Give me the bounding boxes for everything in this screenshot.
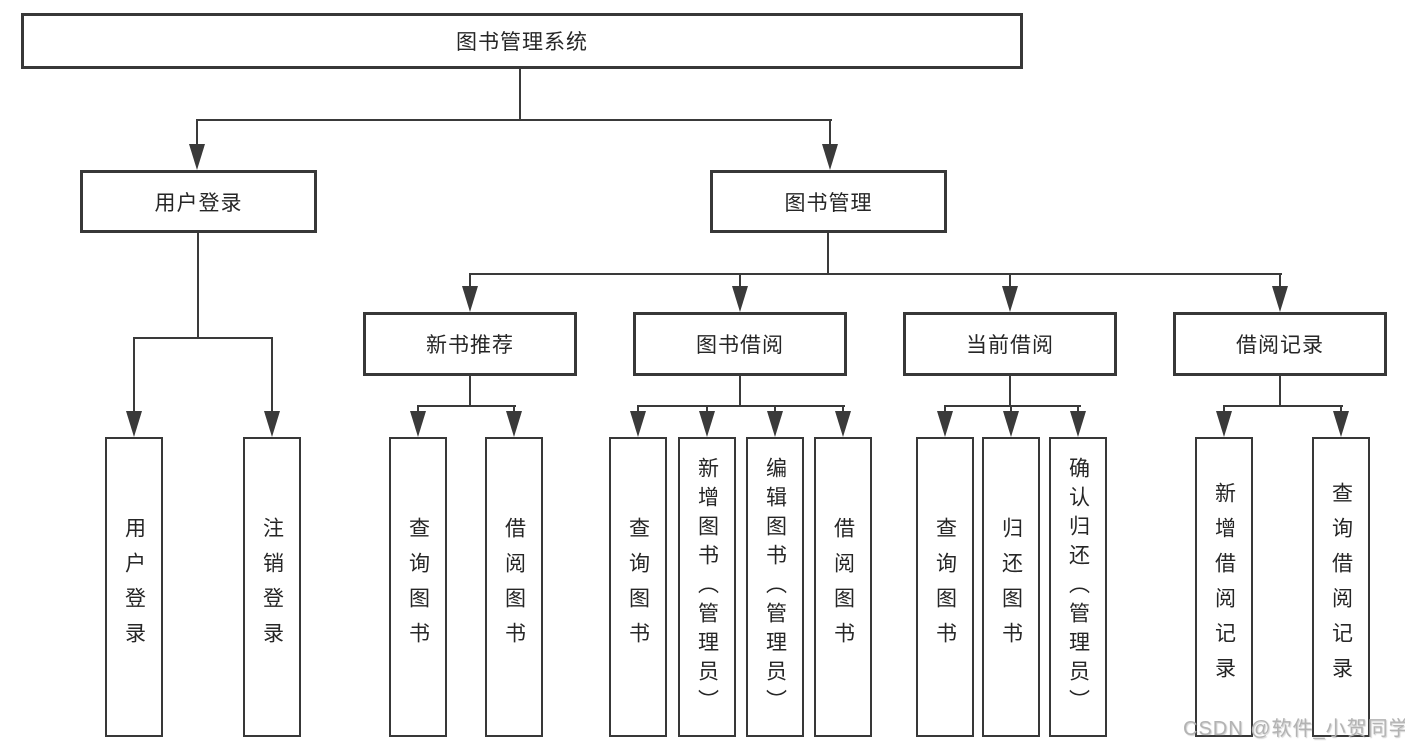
leaf-logout-login: 注销登录	[243, 437, 301, 737]
connector-line	[417, 405, 516, 407]
connector-line	[469, 273, 1282, 275]
leaf-borrow-books: 借阅图书	[814, 437, 872, 737]
leaf-query-borrow-record-label: 查询借阅记录	[1329, 482, 1353, 692]
leaf-logout-login-label: 注销登录	[260, 517, 284, 657]
arrow-down-icon	[264, 411, 280, 437]
leaf-confirm-return-admin-label: 确认归还（管理员）	[1066, 456, 1090, 718]
connector-line	[739, 273, 741, 287]
leaf-borrow-books-label: 借阅图书	[831, 517, 855, 657]
connector-line	[196, 119, 832, 121]
arrow-down-icon	[506, 411, 522, 437]
leaf-add-borrow-record-label: 新增借阅记录	[1212, 482, 1236, 692]
connector-line	[1009, 376, 1011, 407]
connector-line	[1279, 376, 1281, 407]
connector-line	[827, 233, 829, 273]
leaf-confirm-return-admin: 确认归还（管理员）	[1049, 437, 1107, 737]
connector-line	[469, 376, 471, 407]
connector-line	[944, 405, 1081, 407]
node-current-borrowing-label: 当前借阅	[966, 334, 1054, 357]
arrow-down-icon	[767, 411, 783, 437]
connector-line	[133, 337, 135, 413]
leaf-user-login: 用户登录	[105, 437, 163, 737]
arrow-down-icon	[462, 286, 478, 312]
arrow-down-icon	[1333, 411, 1349, 437]
connector-line	[706, 405, 708, 413]
node-current-borrowing: 当前借阅	[903, 312, 1117, 376]
node-book-borrowing-label: 图书借阅	[696, 334, 784, 357]
connector-line	[1077, 405, 1079, 413]
connector-line	[739, 376, 741, 407]
leaf-edit-books-admin-label: 编辑图书（管理员）	[763, 456, 787, 718]
leaf-query-books-recommend-label: 查询图书	[406, 517, 430, 657]
connector-line	[637, 405, 845, 407]
arrow-down-icon	[126, 411, 142, 437]
connector-line	[197, 233, 199, 337]
arrow-down-icon	[732, 286, 748, 312]
arrow-down-icon	[630, 411, 646, 437]
arrow-down-icon	[835, 411, 851, 437]
connector-line	[513, 405, 515, 413]
arrow-down-icon	[1272, 286, 1288, 312]
arrow-down-icon	[937, 411, 953, 437]
arrow-down-icon	[189, 144, 205, 170]
leaf-borrow-books-recommend-label: 借阅图书	[502, 517, 526, 657]
leaf-user-login-label: 用户登录	[122, 517, 146, 657]
connector-line	[829, 119, 831, 145]
arrow-down-icon	[1216, 411, 1232, 437]
leaf-query-borrow-record: 查询借阅记录	[1312, 437, 1370, 737]
connector-line	[1340, 405, 1342, 413]
node-user-login: 用户登录	[80, 170, 317, 233]
node-user-login-label: 用户登录	[154, 191, 243, 215]
arrow-down-icon	[1002, 286, 1018, 312]
node-book-borrowing: 图书借阅	[633, 312, 847, 376]
connector-line	[271, 337, 273, 413]
leaf-query-books-recommend: 查询图书	[389, 437, 447, 737]
arrow-down-icon	[699, 411, 715, 437]
connector-line	[519, 69, 521, 119]
leaf-query-books-borrow-label: 查询图书	[626, 517, 650, 657]
connector-line	[1223, 405, 1343, 407]
node-new-book-recommend: 新书推荐	[363, 312, 577, 376]
leaf-edit-books-admin: 编辑图书（管理员）	[746, 437, 804, 737]
node-borrowing-records: 借阅记录	[1173, 312, 1387, 376]
connector-line	[469, 273, 471, 287]
connector-line	[1223, 405, 1225, 413]
leaf-add-books-admin: 新增图书（管理员）	[678, 437, 736, 737]
node-book-management-label: 图书管理	[784, 191, 873, 215]
arrow-down-icon	[1003, 411, 1019, 437]
connector-line	[774, 405, 776, 413]
connector-line	[1009, 273, 1011, 287]
leaf-return-books-label: 归还图书	[999, 517, 1023, 657]
connector-line	[1279, 273, 1281, 287]
csdn-watermark: CSDN @软件_小贺同学	[1183, 718, 1405, 740]
node-new-book-recommend-label: 新书推荐	[426, 334, 514, 357]
connector-line	[1010, 405, 1012, 413]
node-borrowing-records-label: 借阅记录	[1236, 334, 1324, 357]
connector-line	[417, 405, 419, 413]
node-root-label: 图书管理系统	[456, 31, 588, 54]
leaf-query-books-current-label: 查询图书	[933, 517, 957, 657]
leaf-query-books-borrow: 查询图书	[609, 437, 667, 737]
leaf-borrow-books-recommend: 借阅图书	[485, 437, 543, 737]
arrow-down-icon	[410, 411, 426, 437]
leaf-add-books-admin-label: 新增图书（管理员）	[695, 456, 719, 718]
leaf-query-books-current: 查询图书	[916, 437, 974, 737]
arrow-down-icon	[1070, 411, 1086, 437]
node-book-management: 图书管理	[710, 170, 947, 233]
leaf-add-borrow-record: 新增借阅记录	[1195, 437, 1253, 737]
arrow-down-icon	[822, 144, 838, 170]
connector-line	[196, 119, 198, 145]
connector-line	[637, 405, 639, 413]
node-root: 图书管理系统	[21, 13, 1023, 69]
leaf-return-books: 归还图书	[982, 437, 1040, 737]
connector-line	[133, 337, 273, 339]
connector-line	[944, 405, 946, 413]
connector-line	[842, 405, 844, 413]
